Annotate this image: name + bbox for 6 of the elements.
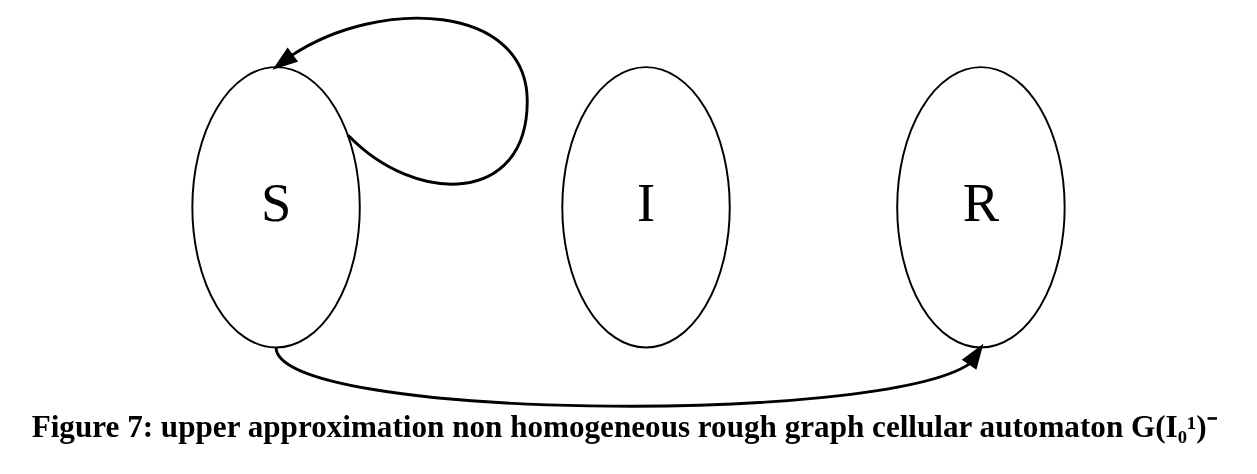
node-ellipse: R: [896, 65, 1066, 348]
node-ellipse: I: [561, 65, 731, 348]
caption: Figure 7: upper approximation non homogeneous rough graph cellular automaton G(I₀¹)⁻: [31, 408, 1218, 444]
arrow: [272, 16, 529, 185]
arrow: [274, 343, 984, 407]
node-ellipse: S: [191, 65, 361, 348]
